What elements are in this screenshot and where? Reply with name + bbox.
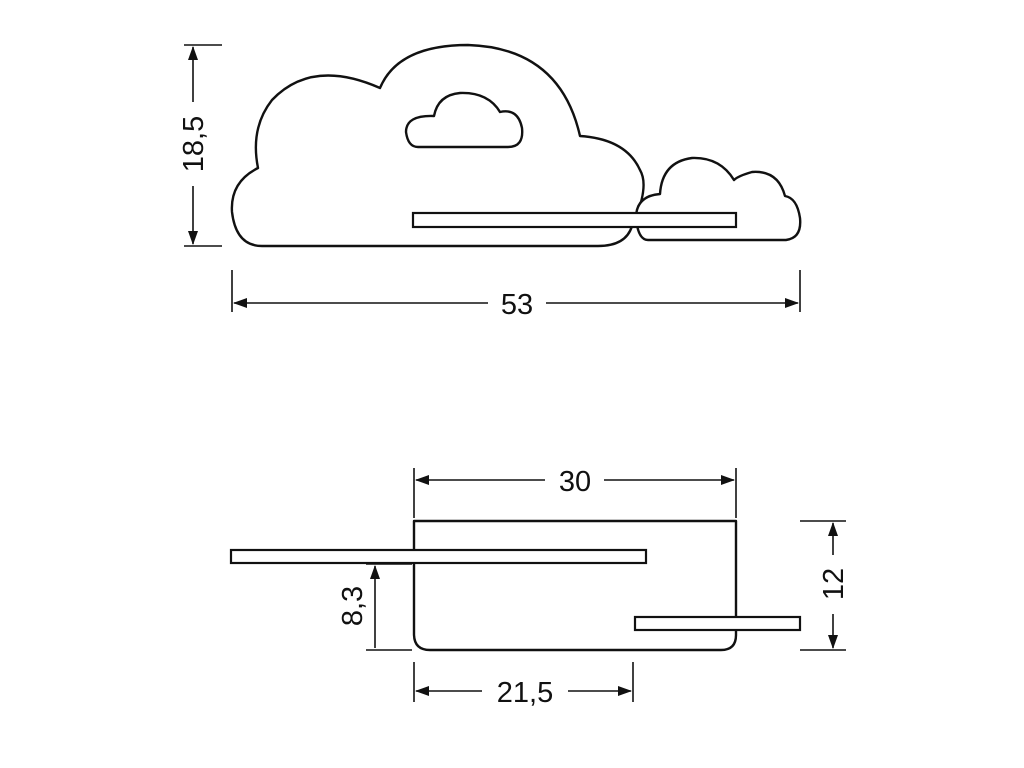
width-dimension: 53	[231, 270, 801, 321]
depth-dimension: 30	[413, 466, 737, 518]
height-dimension: 18,5	[178, 44, 222, 247]
front-shelf-plank	[411, 211, 738, 229]
height-label: 18,5	[178, 116, 210, 172]
plank-width-label: 21,5	[497, 677, 553, 709]
depth-label: 30	[559, 466, 591, 498]
upper-shelf-plank	[229, 548, 648, 565]
cloud-cutout	[404, 91, 524, 149]
front-view	[230, 43, 802, 248]
total-depth-dimension: 12	[800, 520, 850, 651]
shelf-spacing-dimension: 8,3	[337, 563, 412, 651]
lower-shelf-plank	[633, 615, 802, 632]
plank-width-dimension: 21,5	[413, 662, 634, 709]
top-view	[229, 519, 802, 652]
width-label: 53	[501, 289, 533, 321]
shelf-spacing-label: 8,3	[337, 586, 369, 626]
total-depth-label: 12	[818, 568, 850, 600]
